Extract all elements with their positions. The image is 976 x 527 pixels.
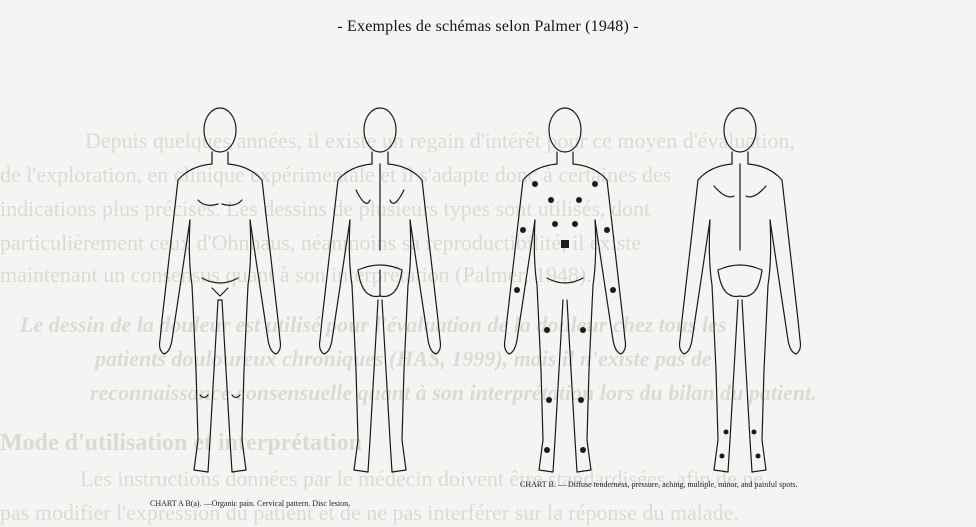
- body-chart-front-marked: [495, 100, 635, 490]
- body-chart-front: [150, 100, 290, 490]
- page-title: - Exemples de schémas selon Palmer (1948…: [0, 18, 976, 36]
- background-text-line: particulièrement ceux d'Ohnhaus, néanmoi…: [0, 230, 976, 256]
- body-chart-back: [310, 100, 450, 490]
- body-chart-back-2: [670, 100, 810, 490]
- background-text-line: indications plus précises. Les dessins d…: [0, 196, 976, 222]
- background-text-line: pas modifier l'expression du patient et …: [0, 500, 976, 526]
- figure-caption: CHART A B(a). —Organic pain. Cervical pa…: [150, 499, 350, 508]
- background-text-line: maintenant un consensus quant à son inte…: [0, 262, 976, 288]
- background-text-line: de l'exploration, en clinique expériment…: [0, 162, 976, 188]
- background-heading: Mode d'utilisation et interprétation: [0, 430, 976, 457]
